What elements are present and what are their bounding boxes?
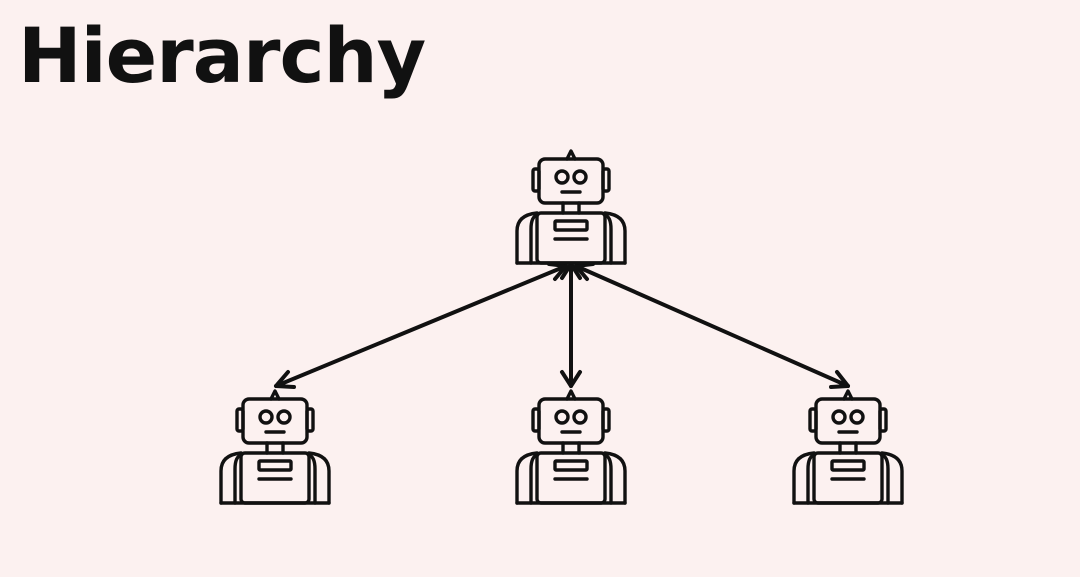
robot-icon-worker-right: [792, 389, 904, 505]
arrowhead-left-bottom: [274, 370, 296, 389]
arrowhead-right-bottom: [829, 370, 850, 389]
arrowhead-center-bottom: [560, 370, 582, 388]
robot-icon-worker-center: [515, 389, 627, 505]
edge-manager-left: [274, 262, 568, 389]
edge-manager-right: [574, 262, 850, 389]
slide-title: Hierarchy: [18, 11, 426, 100]
edge-manager-center: [560, 262, 582, 388]
robot-icon-manager: [515, 149, 627, 265]
robot-icon-worker-left: [219, 389, 331, 505]
